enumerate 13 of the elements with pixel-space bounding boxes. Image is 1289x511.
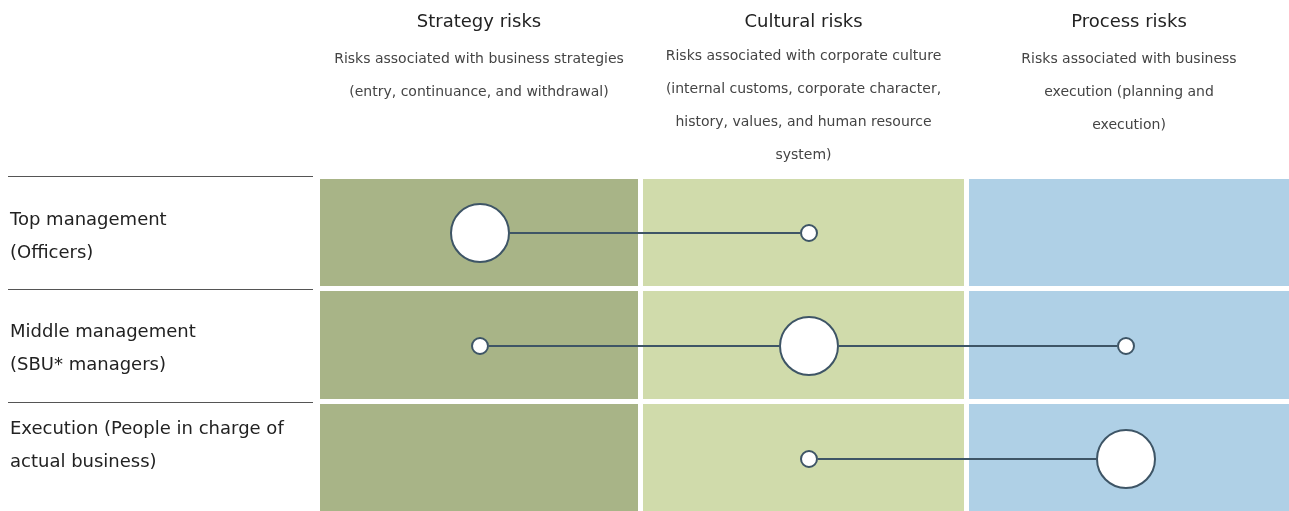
column-description: Risks associated with business execution (planning and execution) xyxy=(1020,49,1238,134)
column-description: Risks associated with corporate culture (internal customs, corporate character, history, values, and human resource system) xyxy=(664,46,943,164)
column-heading: Process risks xyxy=(1070,10,1188,31)
connector-line xyxy=(817,458,1097,460)
column-heading: Cultural risks xyxy=(743,10,864,31)
row-label: Middle management (SBU* managers) xyxy=(10,319,197,376)
row-label: Top management (Officers) xyxy=(10,207,168,264)
column-description: Risks associated with business strategies (entry, continuance, and withdrawal) xyxy=(333,49,625,101)
connector-line xyxy=(838,345,1118,347)
row-label: Execution (People in charge of actual business) xyxy=(10,416,286,473)
connector-line xyxy=(509,232,801,234)
column-heading: Strategy risks xyxy=(415,10,543,31)
connector-line xyxy=(488,345,780,347)
